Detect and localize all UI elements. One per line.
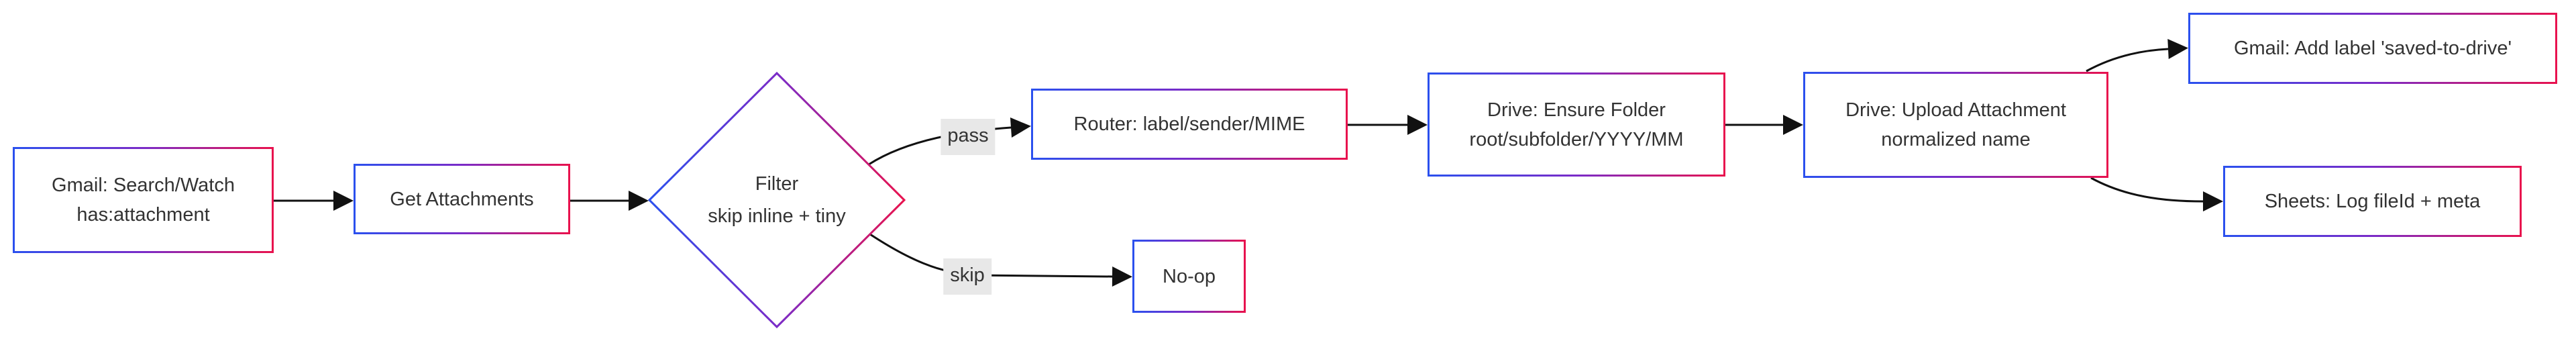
node-label-line: skip inline + tiny [708, 205, 846, 227]
node-label-line: Drive: Ensure Folder [1487, 99, 1666, 121]
node-label-line: root/subfolder/YYYY/MM [1469, 128, 1684, 150]
node-drive-ensure-folder: Drive: Ensure Folder root/subfolder/YYYY… [1428, 72, 1725, 177]
edge-label-skip: skip [943, 258, 991, 295]
node-label-line: Filter [755, 173, 799, 195]
node-label-line: Gmail: Add label 'saved-to-drive' [2233, 38, 2512, 59]
node-label-line: has:attachment [76, 204, 210, 226]
edge-upload-to-sheets [2090, 177, 2223, 211]
node-sheets-log: Sheets: Log fileId + meta [2223, 166, 2522, 237]
node-label-line: No-op [1163, 265, 1216, 287]
edge-upload-to-label [2086, 39, 2188, 72]
node-label-line: Drive: Upload Attachment [1845, 99, 2066, 121]
node-router: Router: label/sender/MIME [1031, 89, 1348, 160]
node-gmail-search: Gmail: Search/Watch has:attachment [13, 147, 274, 253]
node-label-line: Get Attachments [390, 188, 534, 210]
edge-label-pass: pass [941, 119, 996, 155]
node-label-line: Gmail: Search/Watch [52, 175, 235, 196]
filter-diamond-shape [647, 71, 906, 329]
node-label-line: Router: label/sender/MIME [1073, 113, 1305, 135]
node-noop: No-op [1132, 240, 1246, 313]
node-drive-upload: Drive: Upload Attachment normalized name [1803, 72, 2108, 178]
node-gmail-add-label: Gmail: Add label 'saved-to-drive' [2188, 13, 2557, 84]
node-label-line: normalized name [1881, 129, 2031, 150]
node-label-line: Sheets: Log fileId + meta [2264, 191, 2481, 212]
node-filter-diamond: Filter skip inline + tiny [649, 73, 904, 327]
node-get-attachments: Get Attachments [354, 164, 570, 234]
